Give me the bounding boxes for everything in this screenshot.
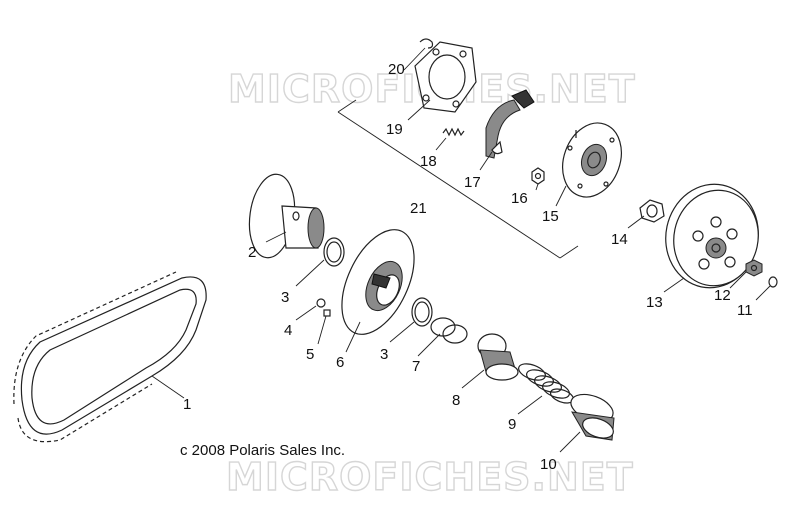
part-1-belt xyxy=(13,271,207,443)
callout-7: 7 xyxy=(412,358,420,375)
callout-2: 2 xyxy=(248,244,256,261)
copyright-text: c 2008 Polaris Sales Inc. xyxy=(180,442,345,459)
callout-8: 8 xyxy=(452,392,460,409)
part-14-washer xyxy=(639,199,665,223)
part-19-plate xyxy=(414,41,477,113)
part-18-spring xyxy=(442,127,465,137)
part-3b-ring xyxy=(411,297,433,327)
callout-1: 1 xyxy=(183,396,191,413)
assembly-bracket-21 xyxy=(337,99,579,259)
callout-20: 20 xyxy=(388,61,405,78)
part-16-nut xyxy=(531,167,545,185)
callout-19: 19 xyxy=(386,121,403,138)
part-2-fixed-sheave xyxy=(248,173,325,259)
part-7-bushings xyxy=(430,317,468,344)
callout-3a: 3 xyxy=(281,289,289,306)
callout-16: 16 xyxy=(511,190,528,207)
part-6-movable-sheave xyxy=(341,229,415,335)
part-13-drum xyxy=(665,183,759,289)
part-10-cup xyxy=(570,393,615,441)
callout-17: 17 xyxy=(464,174,481,191)
callout-21: 21 xyxy=(410,200,427,217)
callout-18: 18 xyxy=(420,153,437,170)
callout-11: 11 xyxy=(737,302,753,319)
callout-6: 6 xyxy=(336,354,344,371)
part-20-clip xyxy=(419,38,434,49)
callout-3b: 3 xyxy=(380,346,388,363)
callout-4: 4 xyxy=(284,322,292,339)
part-3a-ring xyxy=(323,237,345,267)
part-17-clutch-shoes xyxy=(485,89,535,159)
callout-15: 15 xyxy=(542,208,559,225)
callout-12: 12 xyxy=(714,287,731,304)
watermark-bottom: MICROFICHES.NET xyxy=(226,455,634,499)
callout-5: 5 xyxy=(306,346,314,363)
part-4-nut xyxy=(316,298,326,308)
part-15-hub xyxy=(562,122,622,198)
callout-14: 14 xyxy=(611,231,628,248)
part-9-spring xyxy=(518,363,575,404)
callout-9: 9 xyxy=(508,416,516,433)
part-5-pin xyxy=(323,309,331,317)
callout-10: 10 xyxy=(540,456,557,473)
part-12-nut xyxy=(745,259,763,277)
part-8-sleeve xyxy=(477,333,519,381)
callout-13: 13 xyxy=(646,294,663,311)
leader-lines xyxy=(151,47,771,453)
part-11-washer xyxy=(768,276,778,288)
callouts: 1 2 3 3 4 5 6 7 8 9 10 11 12 13 14 15 16… xyxy=(183,61,753,473)
